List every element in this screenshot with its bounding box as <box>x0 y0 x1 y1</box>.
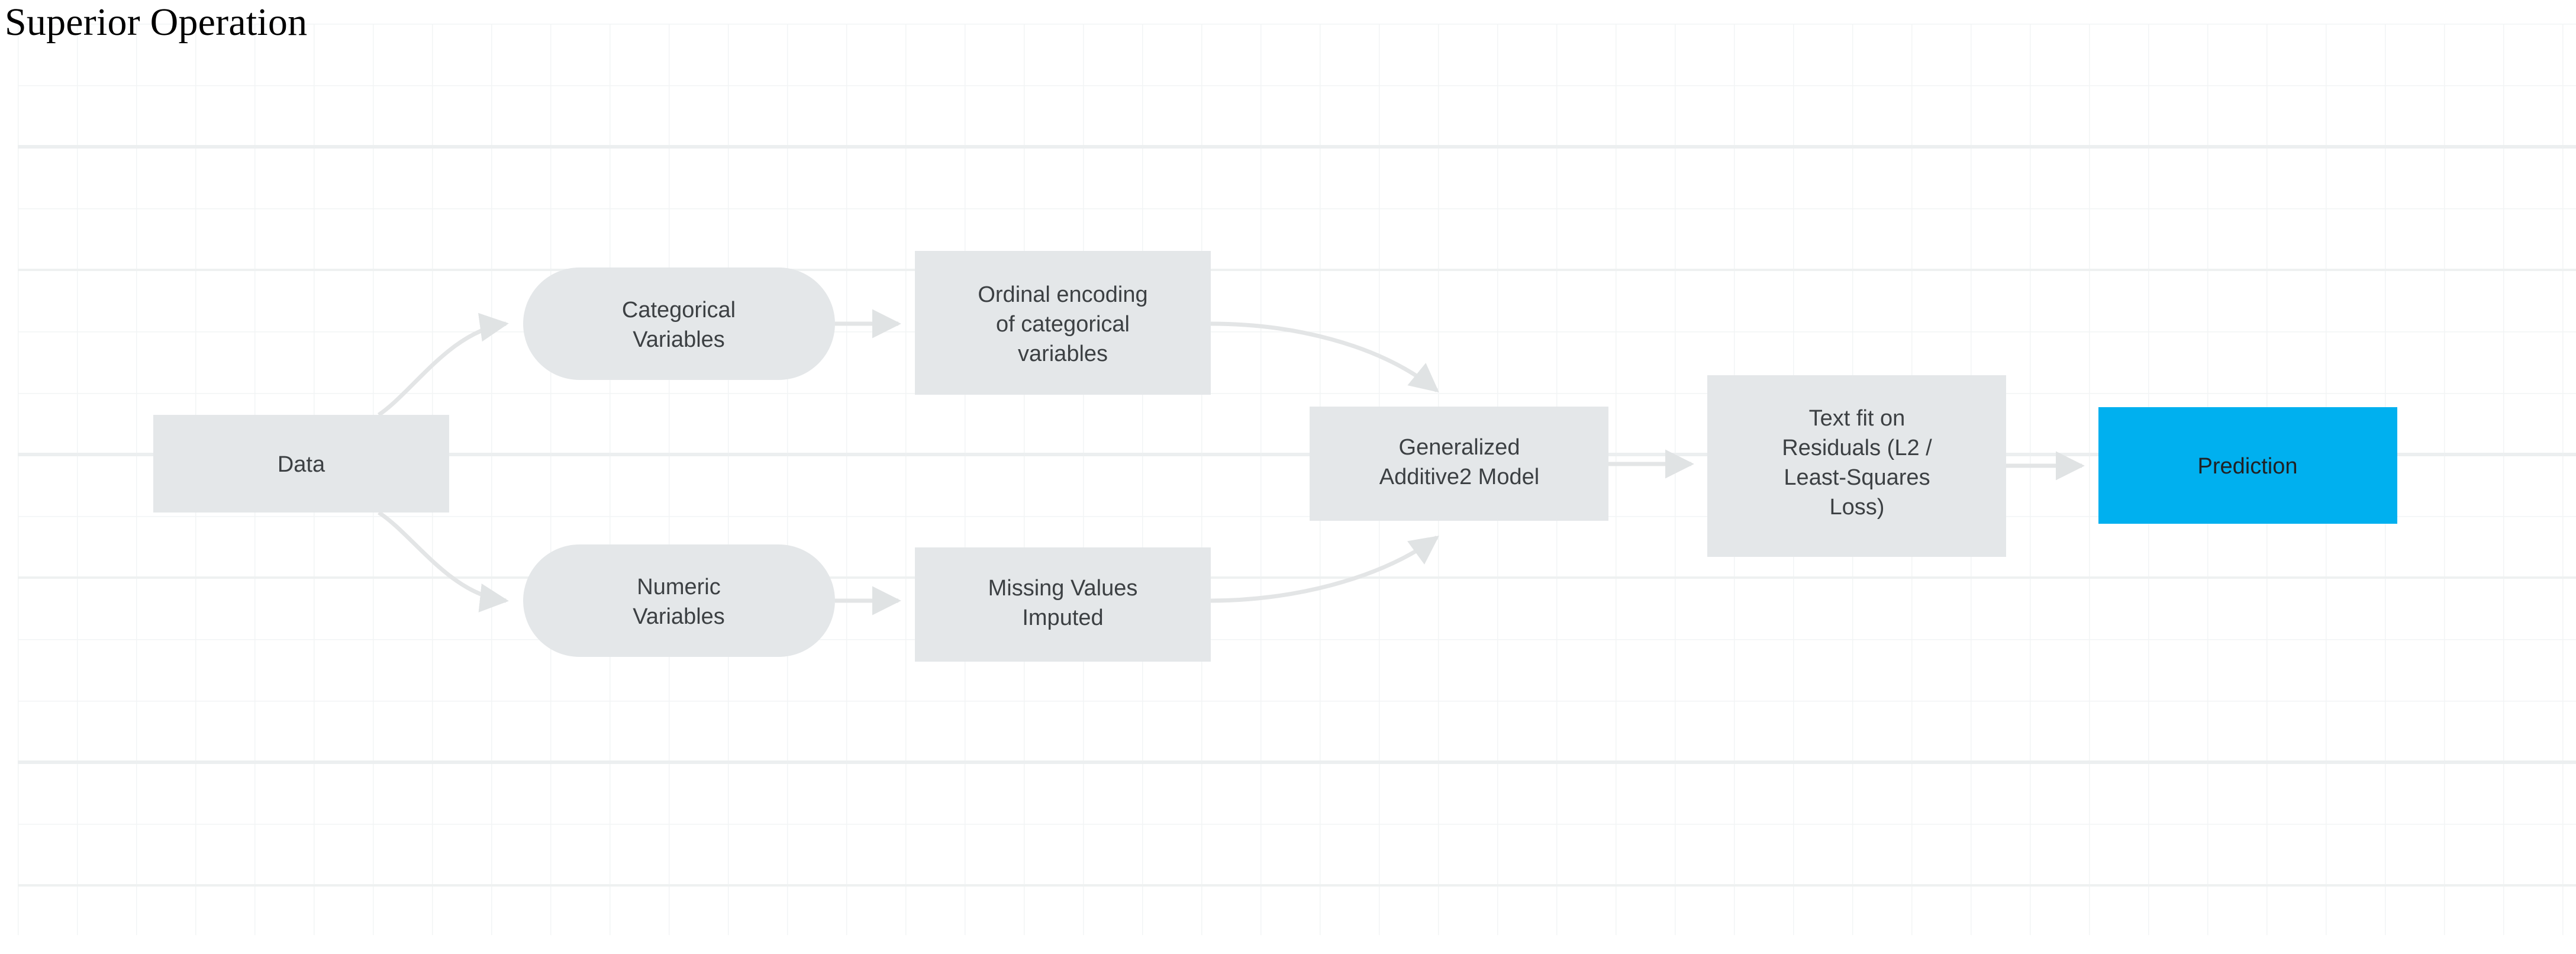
node-missing-values-imputed[interactable]: Missing Values Imputed <box>915 547 1211 662</box>
node-prediction-shape[interactable] <box>2098 407 2397 524</box>
node-data-shape[interactable] <box>153 415 449 513</box>
node-text-fit-on-residuals-label-line1: Text fit on <box>1809 406 1906 431</box>
node-text-fit-on-residuals-shape[interactable] <box>1707 375 2006 557</box>
node-missing-values-imputed-shape[interactable] <box>915 547 1211 662</box>
node-text-fit-on-residuals-label-line3: Least-Squares <box>1784 465 1930 490</box>
node-missing-values-imputed-label-line1: Missing Values <box>988 576 1138 601</box>
node-ordinal-encoding-label-line2: of categorical <box>996 312 1130 337</box>
node-numeric-variables-label-line2: Variables <box>633 604 725 629</box>
node-text-fit-on-residuals[interactable]: Text fit on Residuals (L2 / Least-Square… <box>1707 375 2006 557</box>
node-prediction-label: Prediction <box>2198 454 2298 479</box>
node-categorical-variables-label-line1: Categorical <box>622 298 736 323</box>
edge-missing-to-gam <box>1210 536 1439 603</box>
node-numeric-variables-label-line1: Numeric <box>637 575 720 600</box>
node-text-fit-on-residuals-label-line2: Residuals (L2 / <box>1782 436 1932 460</box>
node-missing-values-imputed-label-line2: Imputed <box>1022 605 1103 630</box>
node-text-fit-on-residuals-label-line4: Loss) <box>1830 495 1885 520</box>
node-categorical-variables-label-line2: Variables <box>633 327 725 352</box>
node-prediction[interactable]: Prediction <box>2098 407 2397 524</box>
node-ordinal-encoding[interactable]: Ordinal encoding of categorical variable… <box>915 251 1211 395</box>
node-categorical-variables-shape[interactable] <box>523 267 835 380</box>
node-data-label: Data <box>278 452 325 477</box>
node-ordinal-encoding-label-line3: variables <box>1018 341 1108 366</box>
node-categorical-variables[interactable]: Categorical Variables <box>523 267 835 380</box>
edge-data-to-categorical <box>378 312 509 417</box>
edge-data-to-numeric <box>378 511 509 613</box>
node-generalized-additive2-model-label-line2: Additive2 Model <box>1379 465 1539 489</box>
node-numeric-variables-shape[interactable] <box>523 544 835 657</box>
node-generalized-additive2-model-label-line1: Generalized <box>1399 435 1520 460</box>
node-data[interactable]: Data <box>153 415 449 513</box>
node-generalized-additive2-model[interactable]: Generalized Additive2 Model <box>1310 407 1608 521</box>
node-ordinal-encoding-label-line1: Ordinal encoding <box>978 282 1147 307</box>
node-generalized-additive2-model-shape[interactable] <box>1310 407 1608 521</box>
page-title: Superior Operation <box>5 1 308 44</box>
edge-ordinal-to-gam <box>1210 321 1439 393</box>
edge-layer <box>378 309 2085 615</box>
node-numeric-variables[interactable]: Numeric Variables <box>523 544 835 657</box>
node-ordinal-encoding-shape[interactable] <box>915 251 1211 395</box>
